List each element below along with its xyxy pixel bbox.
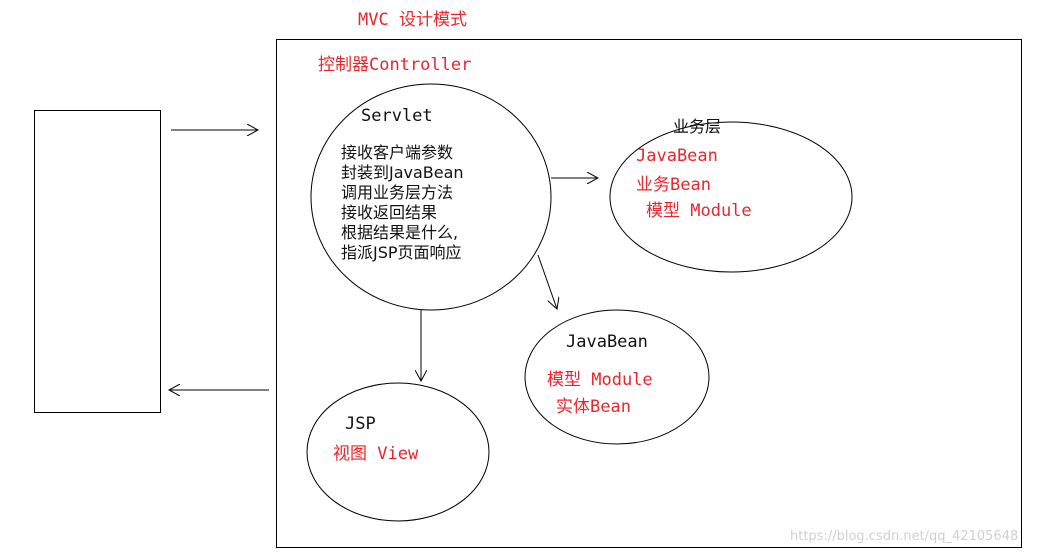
entity-line: 实体Bean — [556, 397, 631, 417]
client-box — [34, 110, 161, 413]
servlet-title: Servlet — [361, 106, 433, 126]
server-container — [276, 39, 1022, 548]
servlet-to-entity-arrow — [537, 254, 557, 309]
servlet-responsibilities: 接收客户端参数 封装到JavaBean 调用业务层方法 接收返回结果 根据结果是… — [341, 143, 464, 263]
business-line: 模型 Module — [646, 201, 752, 221]
servlet-line: 封装到JavaBean — [341, 163, 464, 182]
servlet-line: 根据结果是什么, — [341, 223, 459, 242]
servlet-line: 接收客户端参数 — [341, 143, 454, 162]
business-title: 业务层 — [673, 117, 722, 136]
servlet-ellipse — [310, 83, 552, 311]
jsp-title: JSP — [345, 414, 376, 434]
business-line: JavaBean — [636, 146, 718, 166]
business-ellipse — [609, 121, 853, 273]
watermark: https://blog.csdn.net/qq_42105648 — [790, 529, 1019, 544]
entity-line: 模型 Module — [547, 370, 653, 390]
entity-title: JavaBean — [566, 332, 648, 352]
jsp-ellipse — [306, 382, 490, 522]
diagram-title: MVC 设计模式 — [358, 10, 467, 30]
entity-ellipse — [524, 309, 710, 445]
business-line: 业务Bean — [636, 175, 711, 195]
view-label: 视图 View — [333, 444, 419, 464]
servlet-line: 调用业务层方法 — [341, 183, 454, 202]
servlet-line: 指派JSP页面响应 — [341, 243, 462, 262]
controller-label: 控制器Controller — [318, 55, 472, 75]
servlet-line: 接收返回结果 — [341, 203, 438, 222]
